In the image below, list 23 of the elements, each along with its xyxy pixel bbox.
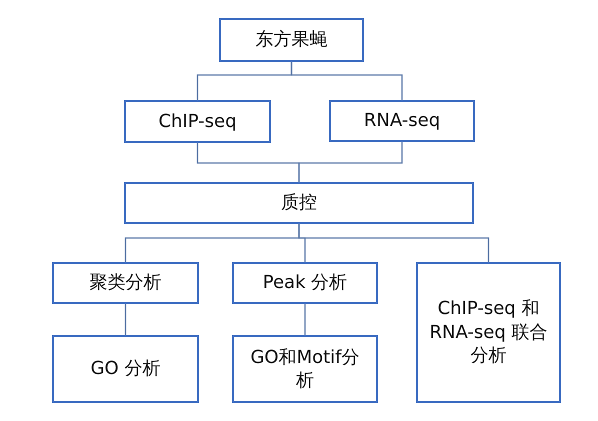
process-box: [416, 262, 561, 403]
box-label: GO和Motif分析: [249, 346, 361, 392]
connector-line: [298, 224, 490, 262]
connector-line: [298, 142, 403, 182]
connector-line: [304, 304, 306, 335]
box-label: RNA-seq: [362, 109, 442, 133]
box-label: ChIP-seq 和 RNA-seq 联合分析: [428, 297, 548, 368]
process-box: [124, 100, 271, 143]
process-box: [232, 262, 378, 304]
process-box: [52, 335, 199, 403]
process-box: [329, 100, 475, 142]
connector-line: [124, 304, 126, 335]
box-label: 质控: [280, 191, 318, 215]
process-box: [52, 262, 199, 304]
process-box: [124, 182, 474, 224]
box-label: ChIP-seq: [157, 110, 238, 134]
process-box: [219, 18, 364, 62]
box-label: 东方果蝇: [254, 28, 328, 52]
box-label: GO 分析: [90, 357, 162, 381]
box-label: Peak 分析: [262, 271, 348, 295]
process-box: [232, 335, 378, 403]
box-label: 聚类分析: [88, 271, 162, 295]
connector-line: [290, 62, 403, 100]
